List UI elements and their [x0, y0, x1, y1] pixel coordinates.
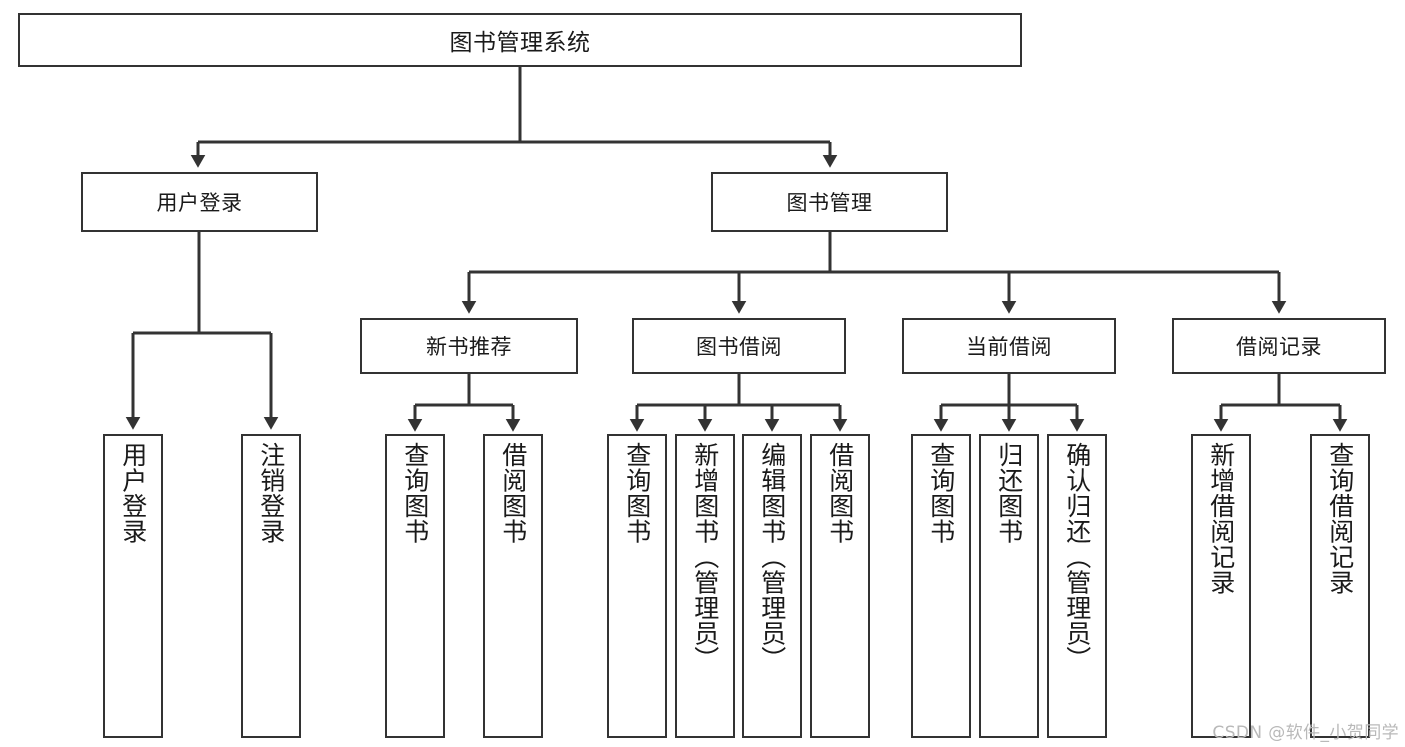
node-leaf-logout[interactable]: 注销登录: [241, 434, 301, 738]
node-leaf-search-book-current[interactable]: 查询图书: [911, 434, 971, 738]
node-book-management[interactable]: 图书管理: [711, 172, 948, 232]
node-label: 查询图书: [926, 442, 956, 544]
node-leaf-add-borrow-record[interactable]: 新增借阅记录: [1191, 434, 1251, 738]
node-root-system[interactable]: 图书管理系统: [18, 13, 1022, 67]
node-leaf-borrow-book-recommend[interactable]: 借阅图书: [483, 434, 543, 738]
node-label: 用户登录: [118, 442, 148, 544]
node-label: 借阅图书: [825, 442, 855, 544]
node-book-borrow[interactable]: 图书借阅: [632, 318, 846, 374]
node-label: 新增图书（管理员）: [690, 442, 720, 672]
node-label: 新增借阅记录: [1206, 442, 1236, 595]
node-label: 确认归还（管理员）: [1062, 442, 1092, 672]
node-new-book-recommend[interactable]: 新书推荐: [360, 318, 578, 374]
node-leaf-search-book-borrow[interactable]: 查询图书: [607, 434, 667, 738]
node-label: 图书管理: [786, 191, 873, 215]
node-label: 查询借阅记录: [1325, 442, 1355, 595]
node-label: 借阅记录: [1236, 335, 1322, 359]
node-leaf-user-login[interactable]: 用户登录: [103, 434, 163, 738]
node-label: 归还图书: [994, 442, 1024, 544]
node-label: 新书推荐: [426, 335, 512, 359]
node-current-borrow[interactable]: 当前借阅: [902, 318, 1116, 374]
node-user-login[interactable]: 用户登录: [81, 172, 318, 232]
node-label: 注销登录: [256, 442, 286, 544]
node-leaf-add-book-admin[interactable]: 新增图书（管理员）: [675, 434, 735, 738]
node-leaf-search-book-recommend[interactable]: 查询图书: [385, 434, 445, 738]
node-label: 查询图书: [622, 442, 652, 544]
node-label: 当前借阅: [966, 335, 1052, 359]
node-leaf-confirm-return-admin[interactable]: 确认归还（管理员）: [1047, 434, 1107, 738]
node-leaf-search-borrow-record[interactable]: 查询借阅记录: [1310, 434, 1370, 738]
node-borrow-records[interactable]: 借阅记录: [1172, 318, 1386, 374]
node-label: 用户登录: [156, 191, 243, 215]
node-label: 图书管理系统: [449, 30, 591, 56]
node-label: 编辑图书（管理员）: [757, 442, 787, 672]
node-leaf-edit-book-admin[interactable]: 编辑图书（管理员）: [742, 434, 802, 738]
node-label: 查询图书: [400, 442, 430, 544]
csdn-watermark: CSDN @软件_小贺同学: [1212, 723, 1399, 743]
node-label: 借阅图书: [498, 442, 528, 544]
node-label: 图书借阅: [696, 335, 782, 359]
node-leaf-borrow-book[interactable]: 借阅图书: [810, 434, 870, 738]
node-leaf-return-book[interactable]: 归还图书: [979, 434, 1039, 738]
